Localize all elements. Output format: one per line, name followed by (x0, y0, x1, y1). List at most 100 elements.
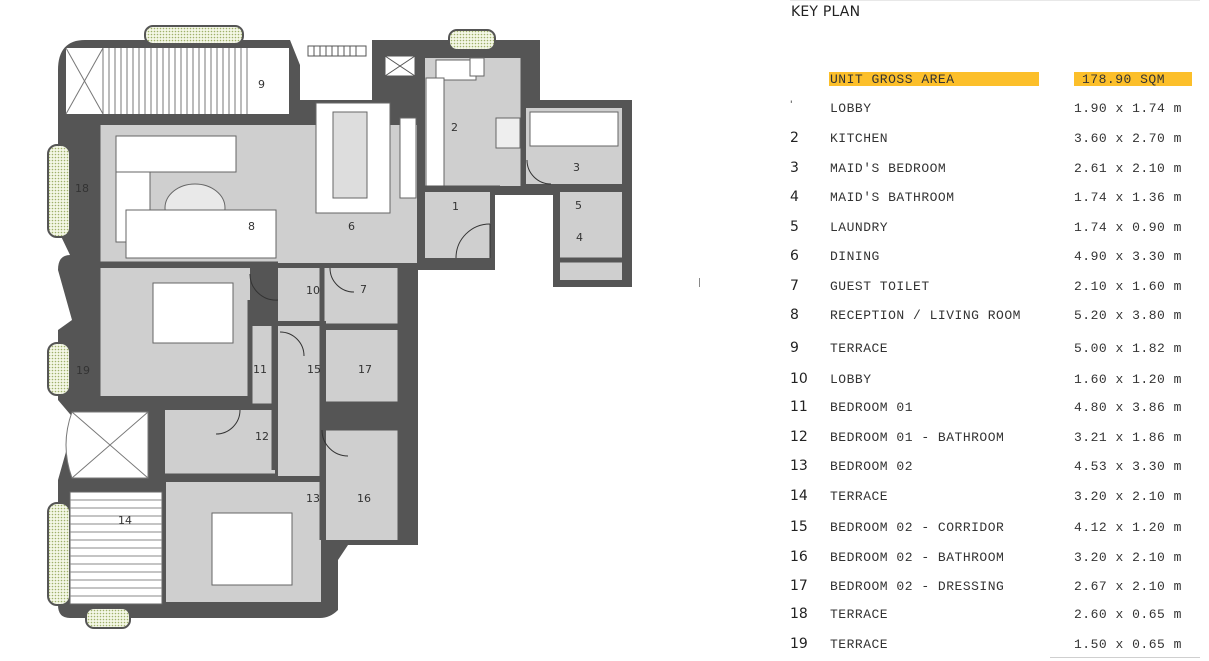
room-number: 10 (790, 371, 808, 387)
plan-label: 10 (306, 284, 320, 297)
room-row: 18 TERRACE 2.60 x 0.65 m (790, 606, 1200, 626)
room-name: BEDROOM 01 (830, 400, 914, 415)
room-name: LAUNDRY (830, 220, 889, 235)
gross-area-highlight (829, 72, 1039, 86)
room-dimension: 4.80 x 3.86 m (1074, 400, 1182, 415)
room-name: BEDROOM 02 - DRESSING (830, 579, 1005, 594)
room-number: 9 (790, 340, 799, 356)
plan-label: 15 (307, 363, 321, 376)
room-number: 5 (790, 219, 799, 235)
room-number: 19 (790, 636, 808, 652)
room-name: MAID'S BATHROOM (830, 190, 955, 205)
room-number: 6 (790, 248, 799, 264)
room-number: ' (790, 100, 793, 110)
floor-plan: 1 2 3 4 5 6 7 8 9 10 11 12 13 14 15 16 1… (47, 25, 632, 629)
plan-label: 8 (248, 220, 255, 233)
room-number: 2 (790, 130, 799, 146)
room-dimension: 3.20 x 2.10 m (1074, 550, 1182, 565)
room-dimension: 1.90 x 1.74 m (1074, 101, 1182, 116)
gross-area-value: 178.90 SQM (1082, 72, 1166, 87)
plan-label: 11 (253, 363, 267, 376)
room-name: BEDROOM 02 (830, 459, 914, 474)
plan-label: 14 (118, 514, 132, 527)
room-dimension: 2.60 x 0.65 m (1074, 607, 1182, 622)
plan-label: 6 (348, 220, 355, 233)
room-name: KITCHEN (830, 131, 889, 146)
bottom-rule (1050, 657, 1200, 658)
doors (215, 159, 552, 457)
room-row: 17 BEDROOM 02 - DRESSING 2.67 x 2.10 m (790, 578, 1200, 598)
room-row: 6 DINING 4.90 x 3.30 m (790, 248, 1200, 268)
vent-grille (307, 45, 367, 57)
top-rule (790, 0, 1200, 1)
room-row: 8 RECEPTION / LIVING ROOM 5.20 x 3.80 m (790, 307, 1200, 327)
key-plan-heading: KEY PLAN (791, 4, 861, 20)
planters (47, 25, 496, 629)
plan-label: 16 (357, 492, 371, 505)
room-dimension: 3.20 x 2.10 m (1074, 489, 1182, 504)
room-name: BEDROOM 02 - CORRIDOR (830, 520, 1005, 535)
room-number: 17 (790, 578, 808, 594)
room-row: 12 BEDROOM 01 - BATHROOM 3.21 x 1.86 m (790, 429, 1200, 449)
room-number: 8 (790, 307, 799, 323)
plan-label: 9 (258, 78, 265, 91)
plan-labels: 1 2 3 4 5 6 7 8 9 10 11 12 13 14 15 16 1… (75, 78, 583, 527)
room-dimension: 1.74 x 0.90 m (1074, 220, 1182, 235)
room-row: ' LOBBY 1.90 x 1.74 m (790, 100, 1200, 120)
room-number: 14 (790, 488, 808, 504)
room-row: 5 LAUNDRY 1.74 x 0.90 m (790, 219, 1200, 239)
room-number: 4 (790, 189, 799, 205)
room-name: RECEPTION / LIVING ROOM (830, 308, 1021, 323)
gross-area-value-highlight (1074, 72, 1192, 86)
room-name: MAID'S BEDROOM (830, 161, 947, 176)
room-dimension: 1.74 x 1.36 m (1074, 190, 1182, 205)
room-dimension: 5.20 x 3.80 m (1074, 308, 1182, 323)
plan-label: 18 (75, 182, 89, 195)
room-dimension: 3.21 x 1.86 m (1074, 430, 1182, 445)
room-name: TERRACE (830, 489, 889, 504)
room-number: 13 (790, 458, 808, 474)
room-name: TERRACE (830, 607, 889, 622)
room-dimension: 3.60 x 2.70 m (1074, 131, 1182, 146)
room-row: 11 BEDROOM 01 4.80 x 3.86 m (790, 399, 1200, 419)
room-name: BEDROOM 01 - BATHROOM (830, 430, 1005, 445)
room-dimension: 4.90 x 3.30 m (1074, 249, 1182, 264)
room-name: DINING (830, 249, 880, 264)
room-dimension: 2.61 x 2.10 m (1074, 161, 1182, 176)
room-number: 3 (790, 160, 799, 176)
room-dimension: 4.53 x 3.30 m (1074, 459, 1182, 474)
plan-label: 5 (575, 199, 582, 212)
room-row: 4 MAID'S BATHROOM 1.74 x 1.36 m (790, 189, 1200, 209)
room-row: 9 TERRACE 5.00 x 1.82 m (790, 340, 1200, 360)
room-number: 11 (790, 399, 808, 415)
room-number: 7 (790, 278, 799, 294)
separator-mark (699, 278, 700, 287)
room-number: 12 (790, 429, 808, 445)
room-dimension: 2.67 x 2.10 m (1074, 579, 1182, 594)
plan-label: 2 (451, 121, 458, 134)
gross-area-row: UNIT GROSS AREA 178.90 SQM (790, 71, 1200, 91)
room-name: LOBBY (830, 101, 872, 116)
room-row: 10 LOBBY 1.60 x 1.20 m (790, 371, 1200, 391)
room-dimension: 1.60 x 1.20 m (1074, 372, 1182, 387)
gross-area-label: UNIT GROSS AREA (830, 72, 955, 87)
room-name: TERRACE (830, 341, 889, 356)
corner-terrace (65, 411, 149, 479)
plan-label: 1 (452, 200, 459, 213)
room-number: 18 (790, 606, 808, 622)
room-row: 2 KITCHEN 3.60 x 2.70 m (790, 130, 1200, 150)
room-name: LOBBY (830, 372, 872, 387)
room-dimension: 5.00 x 1.82 m (1074, 341, 1182, 356)
room-row: 3 MAID'S BEDROOM 2.61 x 2.10 m (790, 160, 1200, 180)
room-number: 16 (790, 549, 808, 565)
plan-label: 4 (576, 231, 583, 244)
plan-label: 12 (255, 430, 269, 443)
plan-label: 17 (358, 363, 372, 376)
plan-label: 13 (306, 492, 320, 505)
room-dimension: 4.12 x 1.20 m (1074, 520, 1182, 535)
plan-label: 7 (360, 283, 367, 296)
terrace-9 (66, 48, 289, 114)
room-row: 13 BEDROOM 02 4.53 x 3.30 m (790, 458, 1200, 478)
